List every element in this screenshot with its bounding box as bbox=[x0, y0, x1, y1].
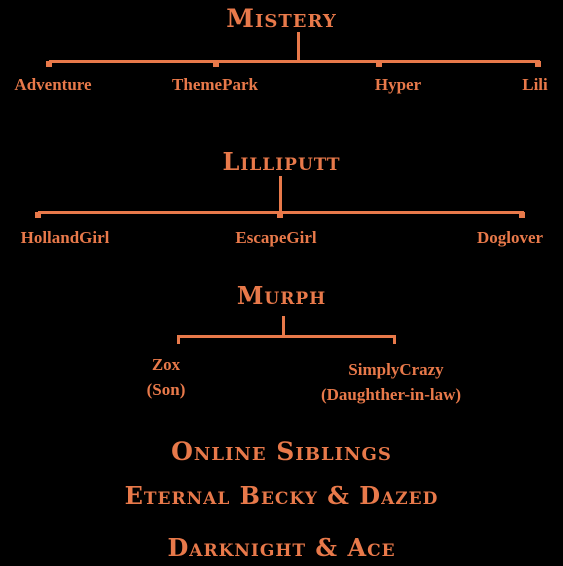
tree2-root: Lilliputt bbox=[222, 147, 341, 176]
tree2-node-doglover bbox=[519, 212, 525, 218]
tree3-child-simplycrazy: SimplyCrazy bbox=[348, 360, 444, 379]
tree1-child-adventure: Adventure bbox=[14, 75, 92, 94]
siblings-line-1: Eternal Becky & Dazed bbox=[124, 481, 439, 510]
tree2-stem bbox=[279, 176, 282, 213]
tree1-branch bbox=[49, 60, 540, 63]
online-siblings-heading: Online Siblings bbox=[171, 437, 392, 466]
tree3-right-drop bbox=[393, 335, 396, 344]
tree2-child-doglover: Doglover bbox=[476, 228, 544, 247]
tree2-node-hollandgirl bbox=[35, 212, 41, 218]
siblings-line-2: Darknight & Ace bbox=[167, 533, 396, 562]
tree3-branch bbox=[177, 335, 396, 338]
tree1-child-themepark: ThemePark bbox=[172, 75, 258, 94]
tree1-stem bbox=[297, 32, 300, 62]
tree2-child-hollandgirl: HollandGirl bbox=[20, 228, 110, 247]
tree1-child-hyper: Hyper bbox=[374, 75, 422, 94]
tree3-left-drop bbox=[177, 335, 180, 344]
tree1-node-themepark bbox=[213, 61, 219, 67]
tree2-node-escapegirl bbox=[277, 212, 283, 218]
tree1-child-lili: Lili bbox=[522, 75, 548, 94]
tree2-child-escapegirl: EscapeGirl bbox=[235, 228, 317, 247]
tree3-child-simplycrazy-note: (Daughther-in-law) bbox=[320, 385, 462, 404]
tree1-node-hyper bbox=[376, 61, 382, 67]
tree3-child-zox: Zox bbox=[151, 355, 181, 374]
tree3-child-zox-note: (Son) bbox=[146, 380, 186, 399]
tree3-stem bbox=[282, 316, 285, 338]
tree1-root: Mistery bbox=[226, 4, 337, 33]
tree1-node-lili bbox=[535, 61, 541, 67]
tree1-node-adventure bbox=[46, 61, 52, 67]
tree3-root: Murph bbox=[236, 281, 327, 310]
